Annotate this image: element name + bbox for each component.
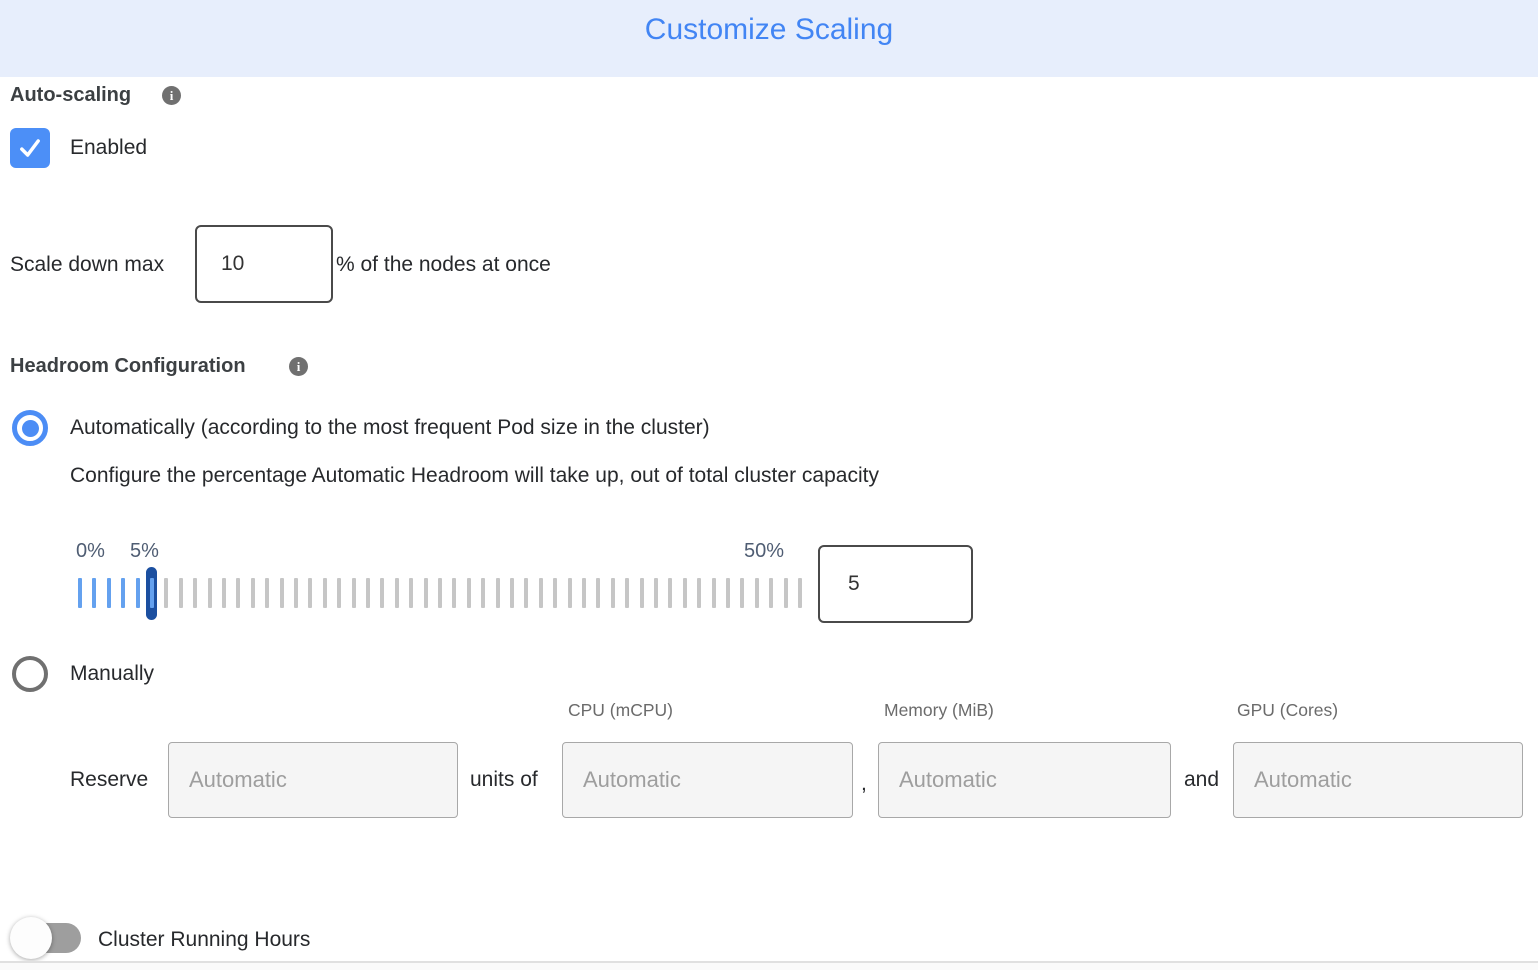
slider-tick — [106, 578, 111, 608]
slider-tick — [250, 578, 255, 608]
slider-tick — [178, 578, 183, 608]
slider-tick — [294, 578, 298, 608]
slider-tick — [783, 578, 788, 608]
bottom-divider — [0, 961, 1538, 963]
headroom-manual-label: Manually — [70, 662, 155, 685]
slider-tick — [639, 578, 644, 608]
headroom-automatic-label: Automatically (according to the most fre… — [70, 416, 710, 439]
units-of-label: units of — [470, 768, 538, 791]
scale-down-max-input[interactable] — [195, 225, 333, 303]
reserve-gpu-input[interactable] — [1233, 742, 1523, 818]
slider-tick — [409, 578, 414, 608]
headroom-automatic-description: Configure the percentage Automatic Headr… — [70, 464, 879, 487]
slider-current-label: 5% — [130, 540, 159, 562]
reserve-cpu-input[interactable] — [562, 742, 853, 818]
slider-min-label: 0% — [76, 540, 105, 562]
slider-tick — [193, 578, 198, 608]
auto-scaling-enabled-checkbox[interactable] — [10, 128, 50, 168]
slider-tick — [222, 578, 226, 608]
slider-tick — [279, 578, 284, 608]
cluster-running-hours-label: Cluster Running Hours — [98, 928, 311, 951]
slider-tick — [308, 578, 313, 608]
slider-tick — [322, 578, 327, 608]
scale-down-prefix-label: Scale down max — [10, 253, 165, 276]
reserve-label: Reserve — [70, 768, 149, 791]
comma-separator: , — [861, 772, 867, 795]
slider-tick — [538, 578, 543, 608]
scale-down-suffix-label: % of the nodes at once — [336, 253, 551, 276]
slider-tick — [452, 578, 457, 608]
slider-tick — [711, 578, 716, 608]
slider-tick — [654, 578, 658, 608]
slider-tick — [668, 578, 673, 608]
slider-tick — [798, 578, 802, 608]
page-title: Customize Scaling — [644, 13, 894, 46]
headroom-automatic-radio[interactable] — [12, 410, 48, 446]
toggle-knob[interactable] — [10, 917, 52, 959]
gpu-column-header: GPU (Cores) — [1237, 700, 1339, 720]
slider-tick — [596, 578, 601, 608]
slider-tick — [524, 578, 529, 608]
info-icon[interactable]: i — [289, 357, 308, 376]
slider-tick — [236, 578, 241, 608]
slider-tick — [380, 578, 385, 608]
slider-tick — [582, 578, 586, 608]
slider-tick — [682, 578, 687, 608]
headroom-manual-radio[interactable] — [12, 656, 48, 692]
slider-tick — [726, 578, 730, 608]
slider-tick — [754, 578, 759, 608]
slider-tick — [265, 578, 270, 608]
enabled-label: Enabled — [70, 136, 148, 159]
slider-tick — [121, 578, 126, 608]
slider-tick — [135, 578, 140, 608]
slider-tick — [610, 578, 615, 608]
slider-tick — [423, 578, 428, 608]
slider-tick — [625, 578, 630, 608]
headroom-percentage-input[interactable] — [818, 545, 973, 623]
slider-tick — [466, 578, 471, 608]
bottom-strip — [0, 963, 1538, 970]
headroom-percentage-slider[interactable] — [0, 567, 810, 620]
slider-tick — [394, 578, 399, 608]
slider-tick — [78, 578, 82, 608]
auto-scaling-label: Auto-scaling — [10, 84, 132, 106]
reserve-memory-input[interactable] — [878, 742, 1171, 818]
slider-tick — [337, 578, 342, 608]
cpu-column-header: CPU (mCPU) — [568, 700, 673, 720]
slider-max-label: 50% — [744, 540, 785, 562]
slider-tick — [438, 578, 442, 608]
slider-tick — [481, 578, 486, 608]
slider-tick — [769, 578, 774, 608]
slider-tick — [510, 578, 514, 608]
and-separator: and — [1184, 768, 1220, 791]
header-band: Customize Scaling — [0, 0, 1538, 77]
reserve-count-input[interactable] — [168, 742, 458, 818]
info-icon[interactable]: i — [162, 86, 181, 105]
slider-tick — [164, 578, 169, 608]
slider-tick — [567, 578, 572, 608]
slider-tick — [207, 578, 212, 608]
slider-tick — [351, 578, 356, 608]
memory-column-header: Memory (MiB) — [884, 700, 994, 720]
slider-tick — [697, 578, 702, 608]
slider-tick — [495, 578, 500, 608]
slider-tick — [150, 578, 154, 608]
slider-tick — [553, 578, 558, 608]
radio-dot — [21, 419, 39, 437]
checkmark-icon — [16, 134, 44, 162]
slider-tick — [366, 578, 370, 608]
slider-tick — [740, 578, 745, 608]
headroom-configuration-label: Headroom Configuration — [10, 355, 246, 377]
slider-tick — [92, 578, 97, 608]
